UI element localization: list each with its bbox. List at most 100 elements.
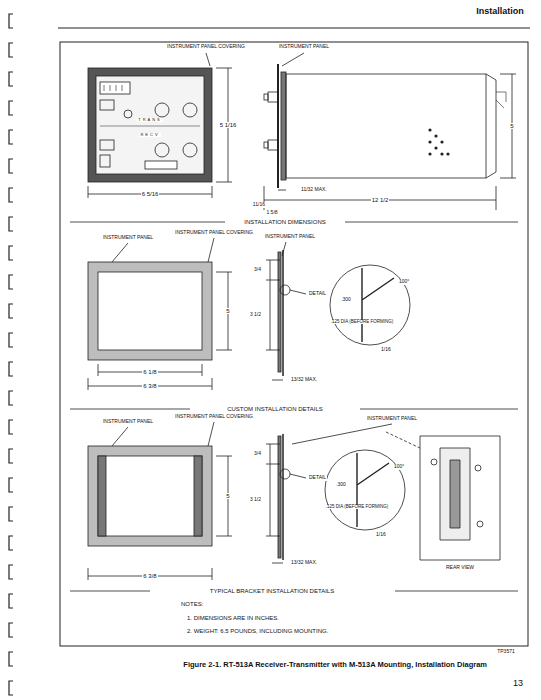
drawing-stroke — [9, 362, 13, 376]
drawing-stroke — [100, 126, 200, 127]
page-header: Installation — [475, 7, 525, 16]
drawing-stroke — [496, 92, 506, 108]
callout-label: INSTRUMENT PANEL — [102, 235, 154, 240]
drawing-stroke — [395, 591, 518, 592]
drawing-stroke — [428, 140, 431, 143]
drawing-stroke — [270, 444, 271, 536]
drawing-stroke — [100, 82, 130, 94]
drawing-stroke — [286, 74, 486, 178]
dimension-label: 5 — [225, 308, 230, 314]
dimension-label: 3 1/2 — [249, 497, 262, 502]
drawing-stroke — [9, 217, 13, 231]
dimension-label: 11/16 — [252, 202, 266, 207]
drawing-stroke — [183, 103, 197, 117]
drawing-stroke — [266, 350, 280, 351]
drawing-stroke — [98, 364, 99, 376]
drawing-stroke — [70, 591, 150, 592]
drawing-stroke — [88, 446, 212, 546]
drawing-stroke — [360, 409, 518, 410]
drawing-stroke — [500, 178, 516, 179]
drawing-stroke — [88, 568, 89, 580]
drawing-stroke — [272, 380, 283, 381]
dimension-label: 1/16 — [375, 532, 387, 537]
drawing-stroke — [266, 280, 280, 281]
drawing-stroke — [216, 182, 232, 183]
dimension-label: 5 — [509, 123, 514, 129]
drawing-stroke — [496, 186, 497, 210]
drawing-stroke — [110, 85, 111, 91]
dimension-label: .125 DIA (BEFORE FORMING) — [330, 320, 395, 325]
callout-label: INSTRUMENT PANEL COVERING — [174, 230, 254, 235]
drawing-stroke — [9, 130, 13, 144]
drawing-stroke — [420, 436, 500, 560]
drawing-stroke — [9, 72, 13, 86]
drawing-stroke — [9, 507, 13, 521]
dimension-label: 3/4 — [253, 451, 262, 456]
dimension-label: 1/16 — [380, 347, 392, 352]
drawing-stroke — [272, 563, 283, 564]
drawing-stroke — [282, 434, 284, 560]
drawing-stroke — [428, 152, 431, 155]
drawing-group — [104, 85, 122, 91]
drawing-number: TP3571 — [496, 649, 516, 654]
drawing-stroke — [9, 275, 13, 289]
drawing-stroke — [155, 103, 169, 117]
dimension-label: .125 DIA (BEFORE FORMING) — [325, 505, 390, 510]
dimension-label: 1 5/8 — [265, 210, 278, 215]
drawing-stroke — [216, 456, 232, 457]
drawing-stroke — [9, 43, 13, 57]
drawing-stroke — [268, 92, 278, 102]
callout-label: DETAIL — [308, 475, 327, 480]
section-heading: TYPICAL BRACKET INSTALLATION DETAILS — [209, 588, 335, 594]
drawing-stroke — [268, 140, 278, 150]
drawing-stroke — [277, 64, 279, 188]
drawing-stroke — [278, 436, 281, 558]
drawing-stroke — [362, 268, 394, 342]
dimension-label: 6 3/8 — [142, 573, 157, 579]
drawing-stroke — [70, 409, 190, 410]
drawing-stroke — [9, 449, 13, 463]
drawing-stroke — [292, 424, 392, 444]
note-text: 1. DIMENSIONS ARE IN INCHES. — [186, 615, 280, 621]
dimension-label: 100° — [398, 279, 410, 284]
drawing-stroke — [281, 72, 286, 180]
dimension-label: .300 — [335, 482, 347, 487]
drawing-stroke — [9, 333, 13, 347]
drawing-stroke — [434, 134, 437, 137]
drawing-stroke — [88, 186, 89, 198]
drawing-stroke — [290, 474, 306, 478]
drawing-stroke — [216, 350, 232, 351]
drawing-stroke — [98, 272, 202, 350]
drawing-stroke — [9, 652, 13, 666]
drawing-stroke — [100, 140, 114, 150]
drawing-stroke — [270, 280, 271, 350]
drawing-stroke — [88, 68, 212, 182]
dimension-label: 3 1/2 — [249, 312, 262, 317]
drawing-stroke — [9, 101, 13, 115]
drawing-stroke — [440, 448, 470, 540]
drawing-stroke — [100, 155, 110, 167]
drawing-stroke — [155, 143, 169, 157]
drawing-stroke — [290, 290, 306, 294]
drawing-stroke — [96, 76, 204, 174]
dimension-label: 12 1/2 — [371, 197, 390, 203]
callout-label: DETAIL — [308, 291, 327, 296]
drawing-group — [428, 128, 449, 155]
drawing-stroke — [124, 110, 132, 118]
drawing-stroke — [280, 469, 290, 479]
dimension-label: .300 — [340, 297, 352, 302]
drawing-stroke — [9, 14, 13, 28]
dimension-label: 5 — [225, 493, 230, 499]
drawing-stroke — [9, 159, 13, 173]
drawing-stroke — [266, 444, 280, 445]
drawing-stroke — [282, 53, 304, 66]
drawing-stroke — [208, 238, 214, 262]
section-heading: CUSTOM INSTALLATION DETAILS — [226, 406, 324, 412]
drawing-stroke — [9, 391, 13, 405]
panel-marking: TRANS — [137, 118, 163, 122]
drawing-stroke — [9, 246, 13, 260]
drawing-stroke — [345, 222, 518, 223]
drawing-stroke — [330, 265, 410, 345]
drawing-stroke — [60, 42, 528, 646]
